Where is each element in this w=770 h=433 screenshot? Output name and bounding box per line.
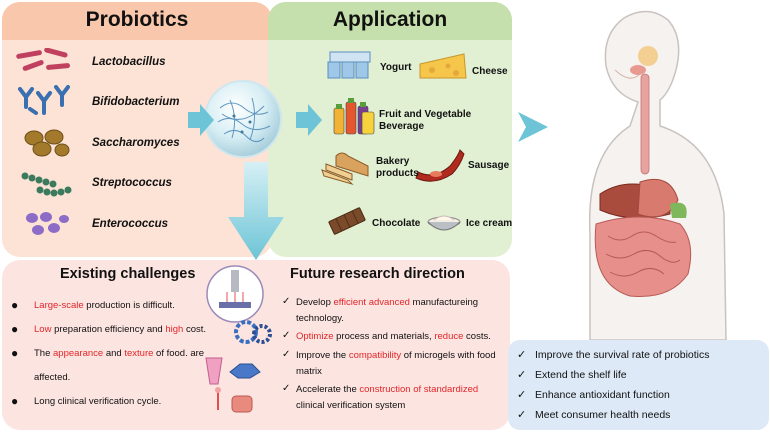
benefit-item-3: Enhance antioxidant function [535, 389, 670, 401]
juice-bottles-icon [333, 98, 375, 135]
challenge-bullet-4: ● [11, 394, 19, 408]
benefit-check-3: ✓ [517, 389, 527, 401]
arrow-to-application [296, 104, 322, 136]
future-item-3: Improve the compatibility of microgels w… [296, 350, 496, 361]
drink-handshake-icon [205, 357, 261, 385]
future-item-3-highlight: compatibility [348, 350, 402, 361]
human-body-illustration [588, 10, 727, 340]
application-label-sausage: Sausage [468, 160, 510, 171]
future-item-3-text-2: of microgels with food [401, 350, 496, 361]
challenge-item-3-highlight-2: texture [124, 348, 154, 359]
future-item-3-text-1: Improve the [296, 350, 349, 361]
challenge-item-1-text: production is difficult. [83, 300, 175, 311]
challenge-item-2-text-1: preparation efficiency and [51, 324, 166, 335]
application-label-ice-cream: Ice cream [466, 218, 513, 229]
future-check-3: ✓ [282, 349, 291, 360]
challenge-item-3-text-2: and [103, 348, 125, 359]
yogurt-icon [327, 51, 371, 79]
gears-icon [234, 320, 272, 344]
probiotic-name-enterococcus: Enterococcus [92, 218, 169, 230]
probiotics-header [2, 2, 272, 40]
future-item-2-highlight-2: reduce [434, 331, 464, 342]
microgel-sphere-icon [204, 80, 282, 158]
future-item-4-cont: clinical verification system [296, 400, 406, 411]
probiotic-name-saccharomyces: Saccharomyces [92, 137, 180, 149]
application-label-bakery-line2: products [376, 168, 419, 179]
application-panel: Application [268, 2, 512, 257]
challenge-item-4: Long clinical verification cycle. [34, 396, 162, 407]
challenge-item-1-highlight: Large-scale [34, 300, 84, 311]
cocci-icon [26, 212, 69, 235]
sausage-icon [415, 149, 465, 182]
future-item-4-text: Accelerate the [296, 384, 360, 395]
future-item-2-text-1: process and materials, [333, 331, 435, 342]
challenge-item-3-highlight-1: appearance [53, 348, 104, 359]
future-item-1-text-2: manufactureing [409, 297, 479, 308]
future-item-1-cont: technology. [296, 313, 344, 324]
application-label-cheese: Cheese [472, 66, 508, 77]
probiotic-name-bifidobacterium: Bifidobacterium [92, 96, 180, 108]
probiotic-name-lactobacillus: Lactobacillus [92, 56, 166, 68]
chain-bacteria-icon [21, 172, 72, 197]
production-device-icon [206, 265, 264, 323]
challenge-item-2-text-2: cost. [183, 324, 207, 335]
benefit-check-4: ✓ [517, 409, 527, 421]
benefit-item-1: Improve the survival rate of probiotics [535, 349, 710, 361]
application-label-bakery: Bakery products [376, 156, 419, 180]
benefit-check-2: ✓ [517, 369, 527, 381]
ice-cream-icon [427, 215, 461, 231]
future-check-4: ✓ [282, 383, 291, 394]
future-item-2-text-2: costs. [463, 331, 491, 342]
clinical-icon [215, 387, 253, 413]
arrow-to-microgel [188, 104, 214, 136]
challenge-item-3-cont: affected. [34, 372, 71, 383]
future-item-4-highlight: construction of standardized [359, 384, 479, 395]
rod-bacteria-icon [16, 48, 71, 71]
challenge-item-2: Low preparation efficiency and high cost… [34, 324, 206, 335]
future-title: Future research direction [290, 266, 465, 282]
challenge-item-2-highlight-2: high [165, 324, 184, 335]
challenge-bullet-3: ● [11, 346, 19, 360]
future-item-1-text-1: Develop [296, 297, 334, 308]
bread-icon [321, 152, 369, 186]
future-item-1: Develop efficient advanced manufacturein… [296, 297, 478, 308]
yeast-icon [24, 129, 70, 157]
benefit-check-1: ✓ [517, 349, 527, 361]
future-item-2-highlight-1: Optimize [296, 331, 334, 342]
y-bacteria-icon [18, 85, 70, 115]
challenge-item-2-highlight-1: Low [34, 324, 52, 335]
future-check-2: ✓ [282, 330, 291, 341]
application-label-chocolate: Chocolate [372, 218, 421, 229]
challenge-item-1: Large-scale production is difficult. [34, 300, 175, 311]
application-title: Application [332, 8, 448, 31]
benefit-item-4: Meet consumer health needs [535, 409, 671, 421]
benefit-item-2: Extend the shelf life [535, 369, 627, 381]
cheese-icon [419, 53, 467, 79]
challenge-item-3-text-1: The [34, 348, 54, 359]
probiotic-name-streptococcus: Streptococcus [92, 177, 172, 189]
future-item-2: Optimize process and materials, reduce c… [296, 331, 491, 342]
future-check-1: ✓ [282, 296, 291, 307]
future-item-4: Accelerate the construction of standardi… [296, 384, 478, 395]
application-label-beverage-line2: Beverage [379, 121, 425, 132]
arrow-down [228, 162, 284, 260]
application-label-beverage-line1: Fruit and Vegetable [379, 109, 472, 120]
application-label-bakery-line1: Bakery [376, 156, 410, 167]
arrow-to-body [518, 112, 548, 142]
application-label-beverage: Fruit and Vegetable Beverage [379, 109, 471, 133]
challenge-bullet-1: ● [11, 298, 19, 312]
challenges-title: Existing challenges [60, 266, 196, 282]
application-header [268, 2, 512, 40]
probiotics-title: Probiotics [85, 8, 189, 31]
challenge-item-3: The appearance and texture of food. are [34, 348, 204, 359]
future-item-3-cont: matrix [296, 366, 322, 377]
challenge-bullet-2: ● [11, 322, 19, 336]
benefits-panel [508, 340, 769, 430]
chocolate-icon [328, 207, 366, 235]
challenge-item-3-text-3: of food. are [153, 348, 205, 359]
future-item-1-highlight: efficient advanced [333, 297, 410, 308]
application-label-yogurt: Yogurt [380, 62, 412, 73]
